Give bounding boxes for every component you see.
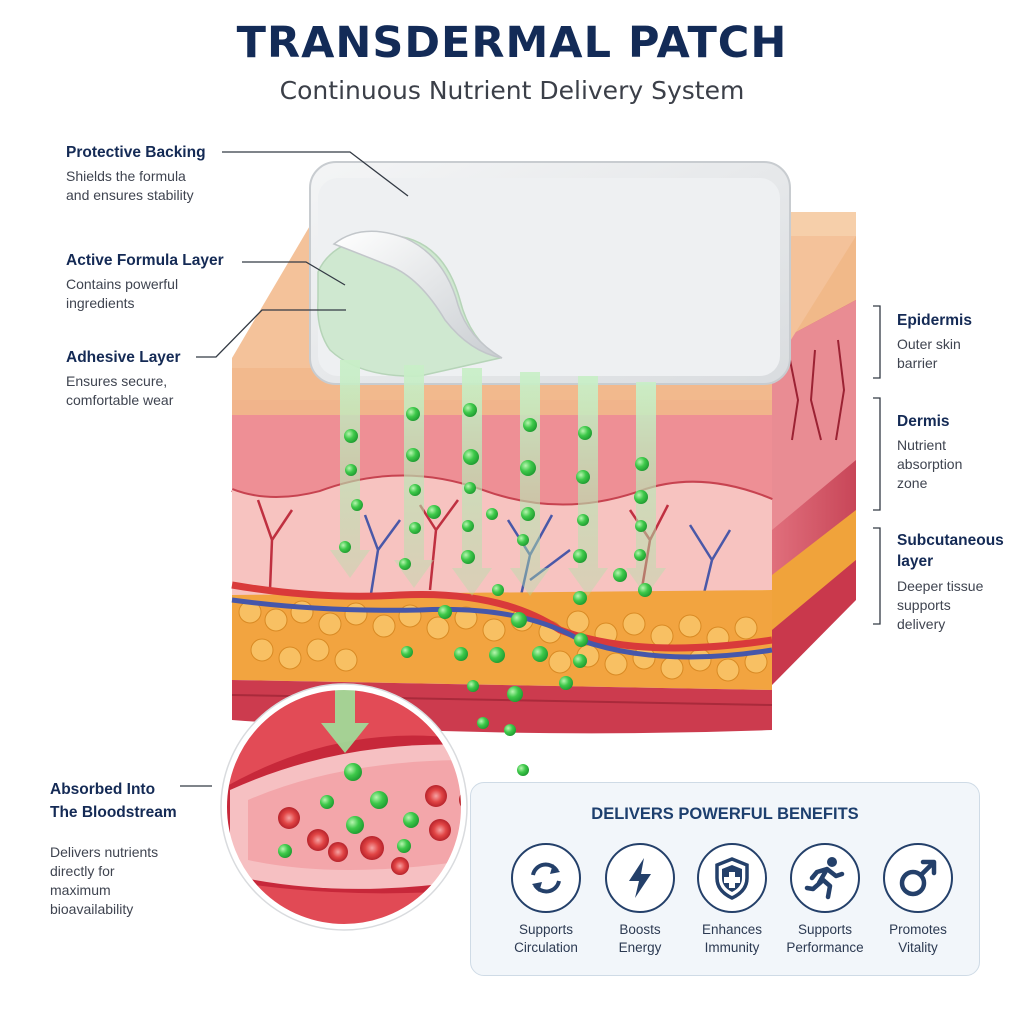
label-description: Delivers nutrients directly for maximum … [50, 843, 177, 919]
label-protective-backing: Protective Backing Shields the formula a… [66, 144, 206, 205]
label-desc-line: absorption [897, 456, 963, 472]
label-subcutaneous-layer: Subcutaneous layer Deeper tissue support… [897, 530, 1004, 634]
label-title: Subcutaneous layer [897, 532, 1004, 570]
label-desc-line: directly for [50, 863, 115, 879]
label-dermis: Dermis Nutrient absorption zone [897, 413, 962, 493]
page-subtitle: Continuous Nutrient Delivery System [279, 76, 745, 105]
label-title: Epidermis [897, 312, 972, 329]
label-epidermis: Epidermis Outer skin barrier [897, 312, 972, 373]
label-desc-line: barrier [897, 355, 938, 371]
label-absorbed-into-bloodstream: Absorbed Into The Bloodstream Delivers n… [50, 778, 177, 919]
nutrient-particles [339, 403, 652, 776]
label-title: Adhesive Layer [66, 349, 181, 366]
label-desc-line: Contains powerful [66, 276, 179, 292]
label-desc-line: bioavailability [50, 901, 134, 917]
running-person-icon [790, 843, 860, 913]
label-description: Deeper tissue supports delivery [897, 577, 1004, 634]
label-title: Dermis [897, 413, 950, 430]
label-active-formula-layer: Active Formula Layer Contains powerful i… [66, 252, 224, 313]
label-desc-line: supports [897, 597, 951, 613]
label-desc-line: Ensures secure, [66, 373, 168, 389]
circulation-arrows-icon [511, 843, 581, 913]
label-desc-line: Shields the formula [66, 168, 186, 184]
label-title: Active Formula Layer [66, 252, 224, 269]
label-desc-line: comfortable wear [66, 392, 174, 408]
lightning-bolt-icon [605, 843, 675, 913]
label-description: Contains powerful ingredients [66, 275, 224, 313]
label-desc-line: ingredients [66, 295, 135, 311]
label-description: Outer skin barrier [897, 335, 972, 373]
label-desc-line: Deeper tissue [897, 578, 984, 594]
label-description: Shields the formula and ensures stabilit… [66, 167, 206, 205]
male-symbol-icon [883, 843, 953, 913]
label-title: Absorbed Into The Bloodstream [50, 781, 177, 821]
label-desc-line: and ensures stability [66, 187, 194, 203]
shield-cross-icon [697, 843, 767, 913]
benefits-title: DELIVERS POWERFUL BENEFITS [591, 805, 859, 823]
label-title: Protective Backing [66, 144, 206, 161]
label-desc-line: delivery [897, 616, 946, 632]
transdermal-patch [309, 161, 791, 385]
skin-block-front [231, 368, 773, 734]
leader-lines [180, 151, 881, 787]
label-desc-line: maximum [50, 882, 111, 898]
label-description: Ensures secure, comfortable wear [66, 372, 181, 410]
label-desc-line: Delivers nutrients [50, 844, 159, 860]
label-desc-line: Outer skin [897, 336, 961, 352]
label-adhesive-layer: Adhesive Layer Ensures secure, comfortab… [66, 349, 181, 410]
label-desc-line: zone [897, 475, 928, 491]
label-description: Nutrient absorption zone [897, 436, 962, 493]
page-title: TRANSDERMAL PATCH [236, 18, 788, 68]
label-desc-line: Nutrient [897, 437, 947, 453]
